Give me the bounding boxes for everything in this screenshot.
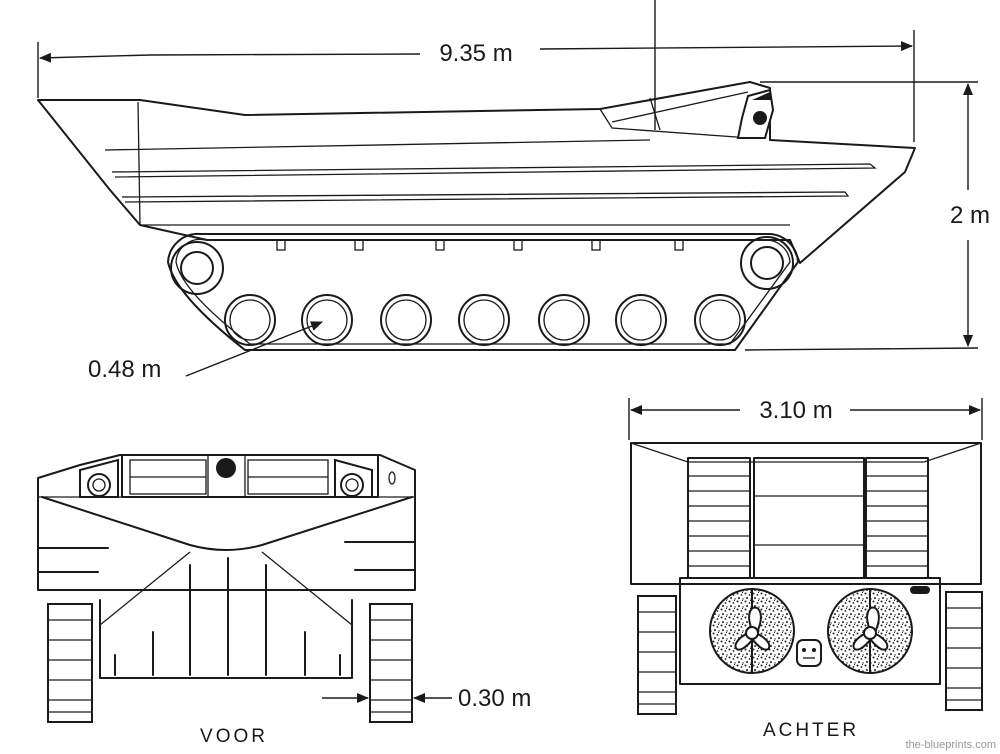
front-ribs	[114, 557, 341, 676]
front-track-right	[369, 603, 413, 723]
track-width-label: 0.30 m	[458, 685, 531, 712]
side-strake-3	[121, 191, 850, 203]
front-bow-plate	[41, 496, 413, 551]
side-road-wheels	[224, 294, 746, 346]
height-label: 2 m	[950, 202, 990, 229]
rear-tail-light	[910, 586, 930, 594]
rear-propeller-left	[709, 588, 795, 674]
side-idler-rear	[740, 236, 794, 290]
rear-view-label: ACHTER	[763, 720, 859, 741]
rear-ladder-right	[865, 457, 929, 579]
dim-track-width: 0.30 m	[322, 685, 531, 712]
watermark: the-blueprints.com	[906, 739, 997, 751]
front-track-left	[47, 603, 93, 723]
front-lamp-left	[79, 458, 119, 498]
front-lamp-right	[334, 458, 373, 498]
side-hull-edge	[137, 101, 141, 226]
rear-view: 3.10 m	[628, 397, 983, 741]
rear-ladder-left	[687, 457, 751, 579]
side-cab	[599, 108, 751, 139]
side-windscreen	[611, 91, 749, 123]
front-lower-hull	[99, 599, 353, 679]
front-view: 0.30 m VOOR	[37, 454, 531, 747]
dim-length: 9.35 m	[37, 0, 915, 142]
side-idler-front	[170, 241, 224, 295]
dim-height: 2 m	[744, 81, 990, 351]
side-track	[167, 232, 799, 351]
road-wheel	[301, 294, 353, 346]
dim-width: 3.10 m	[628, 397, 983, 440]
road-wheel	[224, 294, 276, 346]
rear-upper-hull	[630, 442, 982, 585]
road-wheel	[458, 294, 510, 346]
side-strake-1	[104, 139, 651, 151]
side-fittings	[276, 239, 684, 251]
side-hull	[37, 81, 916, 264]
front-strakes	[37, 541, 416, 573]
dim-wheel: 0.48 m	[88, 321, 323, 383]
road-wheel	[538, 294, 590, 346]
driver-figure	[736, 88, 775, 139]
front-top-deck	[37, 454, 416, 591]
wheel-diameter-label: 0.48 m	[88, 356, 161, 383]
road-wheel	[615, 294, 667, 346]
rear-tow-hook	[796, 639, 822, 667]
side-view: 9.35 m 2 m 0.48 m	[37, 0, 990, 383]
road-wheel	[694, 294, 746, 346]
rear-door	[753, 457, 865, 579]
front-view-label: VOOR	[200, 726, 268, 747]
rear-lower-hull	[679, 577, 941, 685]
rear-track-right	[945, 591, 983, 711]
side-strake-2	[111, 163, 877, 178]
length-label: 9.35 m	[439, 40, 512, 67]
front-light	[216, 458, 236, 478]
road-wheel	[380, 294, 432, 346]
rear-track-left	[637, 595, 677, 715]
width-label: 3.10 m	[759, 397, 832, 424]
rear-propeller-right	[827, 588, 913, 674]
